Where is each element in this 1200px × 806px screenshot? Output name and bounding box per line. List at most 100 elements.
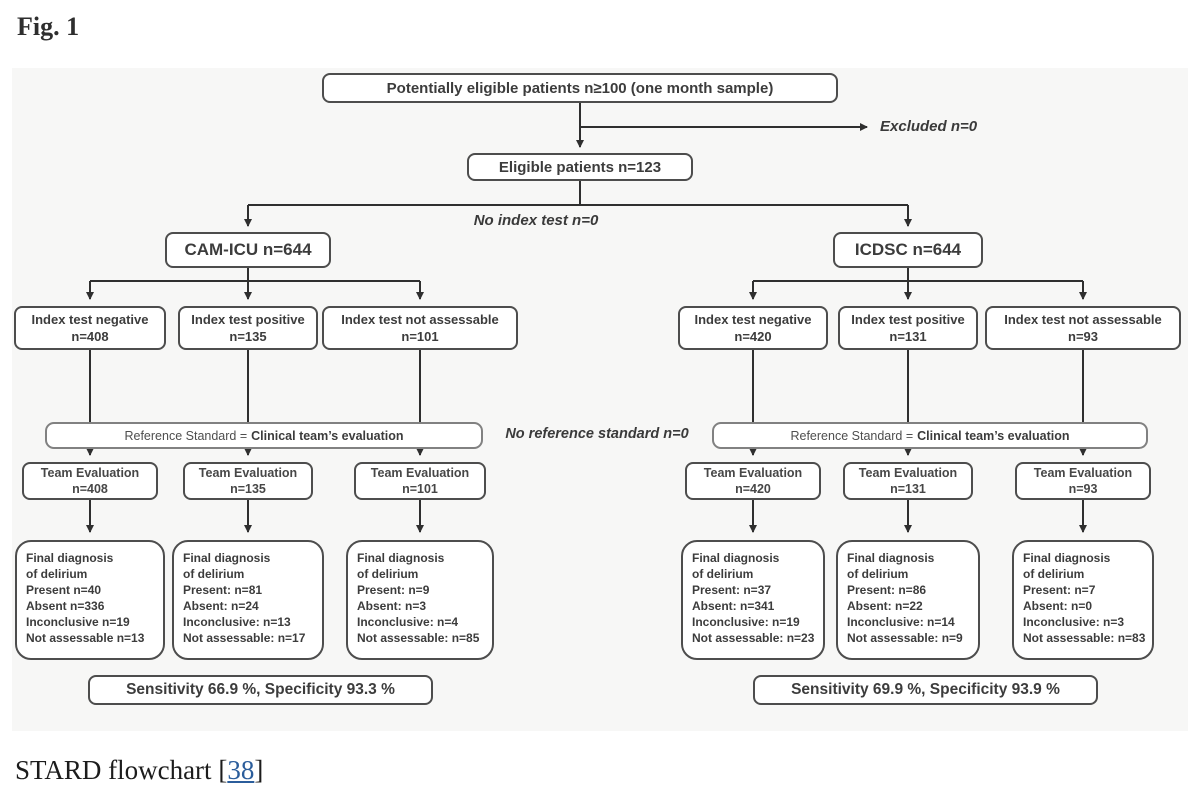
index-test-label: Index test negative: [694, 312, 812, 327]
reference-standard-emphasis: Clinical team’s evaluation: [917, 428, 1070, 443]
team-evaluation-count: n=93: [1068, 482, 1098, 496]
final-diagnosis-title: of delirium: [26, 567, 88, 581]
reference-standard-emphasis: Clinical team’s evaluation: [251, 428, 404, 443]
final-diagnosis-row: Absent: n=0: [1023, 599, 1093, 613]
box-index-positive-icdsc: Index test positive n=131: [838, 306, 978, 350]
connector-lines: [86, 103, 1087, 533]
final-diagnosis-row: Inconclusive: n=14: [847, 615, 955, 629]
final-diagnosis-row: Absent: n=24: [183, 599, 259, 613]
final-diagnosis-row: Present: n=37: [692, 583, 772, 597]
final-diagnosis-row: Not assessable: n=85: [357, 631, 480, 645]
index-test-count: n=408: [71, 329, 109, 344]
figure-caption: STARD flowchart [38]: [15, 755, 263, 786]
index-test-label: Index test positive: [851, 312, 965, 327]
final-diagnosis-title: Final diagnosis: [692, 551, 780, 565]
reference-standard-prefix: Reference Standard =: [790, 428, 914, 443]
final-diagnosis-title: Final diagnosis: [357, 551, 445, 565]
team-evaluation-count: n=408: [72, 482, 108, 496]
final-diagnosis-row: Inconclusive: n=4: [357, 615, 459, 629]
no-reference-standard-note: No reference standard n=0: [505, 426, 689, 442]
flowchart-panel: Potentially eligible patients n≥100 (one…: [12, 68, 1188, 731]
box-index-not-assessable-icdsc: Index test not assessable n=93: [985, 306, 1181, 350]
reference-standard-bar-left: Reference Standard = Clinical team’s eva…: [45, 422, 483, 449]
caption-bracket-close: ]: [254, 755, 264, 785]
box-team-evaluation: Team Evaluation n=101: [354, 462, 486, 500]
final-diagnosis-row: Inconclusive: n=13: [183, 615, 291, 629]
team-evaluation-count: n=101: [402, 482, 438, 496]
box-potentially-eligible: Potentially eligible patients n≥100 (one…: [322, 73, 838, 103]
final-diagnosis-row: Present n=40: [26, 583, 102, 597]
box-index-not-assessable-cam: Index test not assessable n=101: [322, 306, 518, 350]
final-diagnosis-row: Absent: n=22: [847, 599, 923, 613]
index-test-label: Index test not assessable: [1004, 312, 1162, 327]
box-index-negative-icdsc: Index test negative n=420: [678, 306, 828, 350]
final-diagnosis-title: of delirium: [183, 567, 245, 581]
final-diagnosis-title: Final diagnosis: [26, 551, 114, 565]
index-test-count: n=420: [734, 329, 772, 344]
team-evaluation-count: n=131: [890, 482, 926, 496]
box-index-positive-cam: Index test positive n=135: [178, 306, 318, 350]
final-diagnosis-title: Final diagnosis: [183, 551, 271, 565]
box-final-diagnosis: Final diagnosis of delirium Present n=40…: [15, 540, 165, 660]
box-team-evaluation: Team Evaluation n=420: [685, 462, 821, 500]
index-test-label: Index test negative: [31, 312, 149, 327]
final-diagnosis-row: Not assessable: n=23: [692, 631, 815, 645]
figure-label: Fig. 1: [17, 12, 80, 41]
team-evaluation-label: Team Evaluation: [198, 466, 298, 480]
final-diagnosis-title: of delirium: [1023, 567, 1085, 581]
team-evaluation-count: n=135: [230, 482, 266, 496]
box-team-evaluation: Team Evaluation n=408: [22, 462, 158, 500]
final-diagnosis-row: Not assessable: n=83: [1023, 631, 1146, 645]
box-icdsc: ICDSC n=644: [833, 232, 983, 268]
box-index-negative-cam: Index test negative n=408: [14, 306, 166, 350]
team-evaluation-label: Team Evaluation: [370, 466, 470, 480]
box-team-evaluation: Team Evaluation n=135: [183, 462, 313, 500]
box-final-diagnosis: Final diagnosis of delirium Present: n=8…: [172, 540, 324, 660]
index-test-label: Index test not assessable: [341, 312, 499, 327]
final-diagnosis-row: Inconclusive n=19: [26, 615, 130, 629]
index-test-label: Index test positive: [191, 312, 305, 327]
box-result-cam-icu: Sensitivity 66.9 %, Specificity 93.3 %: [88, 675, 433, 705]
final-diagnosis-row: Present: n=7: [1023, 583, 1096, 597]
final-diagnosis-row: Absent: n=3: [357, 599, 427, 613]
final-diagnosis-row: Not assessable n=13: [26, 631, 145, 645]
index-test-count: n=101: [401, 329, 439, 344]
final-diagnosis-row: Absent n=336: [26, 599, 105, 613]
caption-text: STARD flowchart: [15, 755, 219, 785]
box-cam-icu: CAM-ICU n=644: [165, 232, 331, 268]
box-eligible-patients: Eligible patients n=123: [467, 153, 693, 181]
final-diagnosis-row: Present: n=86: [847, 583, 927, 597]
final-diagnosis-title: Final diagnosis: [847, 551, 935, 565]
box-final-diagnosis: Final diagnosis of delirium Present: n=7…: [1012, 540, 1154, 660]
no-index-test-note: No index test n=0: [473, 212, 599, 229]
final-diagnosis-title: of delirium: [692, 567, 754, 581]
final-diagnosis-row: Not assessable: n=9: [847, 631, 963, 645]
team-evaluation-label: Team Evaluation: [40, 466, 140, 480]
index-test-count: n=131: [889, 329, 927, 344]
box-team-evaluation: Team Evaluation n=131: [843, 462, 973, 500]
index-test-count: n=93: [1068, 329, 1098, 344]
final-diagnosis-title: of delirium: [847, 567, 909, 581]
caption-bracket-open: [: [218, 755, 228, 785]
team-evaluation-label: Team Evaluation: [1033, 466, 1133, 480]
box-final-diagnosis: Final diagnosis of delirium Present: n=9…: [346, 540, 494, 660]
final-diagnosis-row: Present: n=81: [183, 583, 263, 597]
reference-link[interactable]: 38: [227, 755, 255, 785]
reference-standard-bar-right: Reference Standard = Clinical team’s eva…: [712, 422, 1148, 449]
flowchart-connectors: [86, 103, 1087, 533]
final-diagnosis-row: Absent: n=341: [692, 599, 775, 613]
final-diagnosis-row: Inconclusive: n=3: [1023, 615, 1125, 629]
box-final-diagnosis: Final diagnosis of delirium Present: n=3…: [681, 540, 825, 660]
excluded-note: Excluded n=0: [880, 118, 978, 135]
team-evaluation-label: Team Evaluation: [703, 466, 803, 480]
final-diagnosis-row: Inconclusive: n=19: [692, 615, 800, 629]
box-team-evaluation: Team Evaluation n=93: [1015, 462, 1151, 500]
final-diagnosis-row: Present: n=9: [357, 583, 430, 597]
team-evaluation-count: n=420: [735, 482, 771, 496]
reference-standard-prefix: Reference Standard =: [124, 428, 248, 443]
box-result-icdsc: Sensitivity 69.9 %, Specificity 93.9 %: [753, 675, 1098, 705]
final-diagnosis-title: of delirium: [357, 567, 419, 581]
final-diagnosis-row: Not assessable: n=17: [183, 631, 306, 645]
final-diagnosis-title: Final diagnosis: [1023, 551, 1111, 565]
